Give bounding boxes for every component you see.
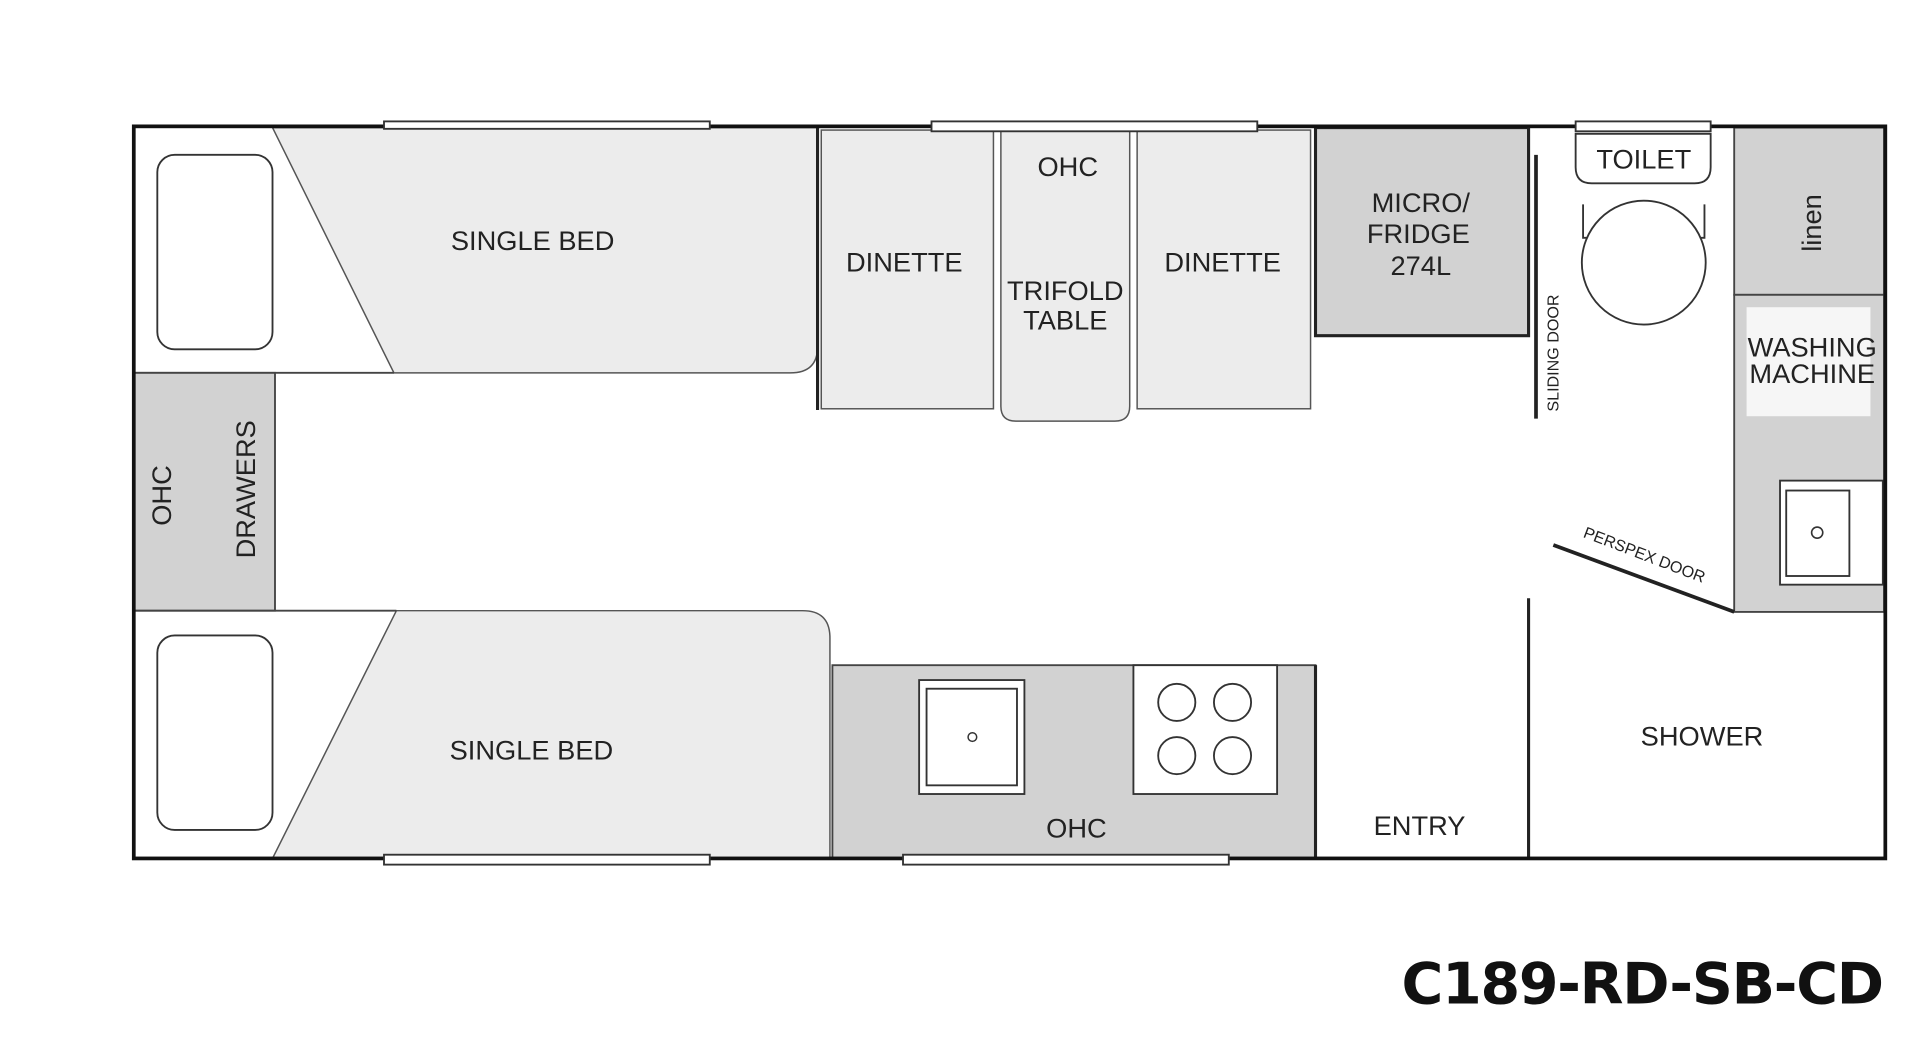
toilet: TOILET [1574,132,1712,326]
label-ohc-dinette: OHC [1037,151,1098,182]
label-dinette-left: DINETTE [846,246,963,277]
ohc-drawers: OHC DRAWERS [132,371,276,612]
dinette: DINETTE OHC TRIFOLD TABLE DINETTE [816,127,1312,422]
burner-icon [1213,682,1253,722]
single-bed-top: SINGLE BED [133,126,819,374]
label-linen: linen [1796,194,1827,252]
label-table: TABLE [1023,304,1107,335]
label-washing: WASHING [1748,332,1877,363]
window [930,120,1259,133]
perspex-door: PERSPEX DOOR [1552,524,1735,614]
washing-machine-area: WASHING MACHINE [1733,293,1886,613]
single-bed-bottom: SINGLE BED [133,609,831,860]
label-ohc-left: OHC [146,465,177,526]
label-single-bed-top: SINGLE BED [451,225,615,256]
linen-cupboard: linen [1733,126,1886,296]
model-code: C189-RD-SB-CD [1402,951,1883,1017]
label-toilet: TOILET [1596,143,1691,174]
label-single-bed-bottom: SINGLE BED [450,734,614,765]
window [383,853,711,866]
label-ohc-kitchen: OHC [1046,812,1107,843]
label-fridge-2: FRIDGE [1367,218,1470,249]
burner-icon [1157,736,1197,776]
drain-icon [1810,526,1824,540]
burner-icon [1157,682,1197,722]
label-trifold: TRIFOLD [1007,275,1124,306]
window [1574,120,1712,133]
label-sliding-door: SLIDING DOOR [1544,294,1562,411]
label-machine: MACHINE [1749,358,1875,389]
pillow [156,153,274,351]
window [902,853,1230,866]
cooktop [1132,664,1279,795]
label-fridge-1: MICRO/ [1372,187,1471,218]
label-shower: SHOWER [1641,721,1764,752]
sliding-door: SLIDING DOOR [1534,154,1562,419]
label-drawers: DRAWERS [230,420,261,558]
micro-fridge: MICRO/ FRIDGE 274L [1313,126,1531,338]
kitchen: OHC [831,664,1318,860]
label-fridge-3: 274L [1390,250,1451,281]
shower: SHOWER [1527,598,1764,859]
label-entry: ENTRY [1374,810,1466,841]
window [383,120,711,130]
burner-icon [1213,736,1253,776]
label-dinette-right: DINETTE [1164,246,1281,277]
pillow [156,634,274,831]
